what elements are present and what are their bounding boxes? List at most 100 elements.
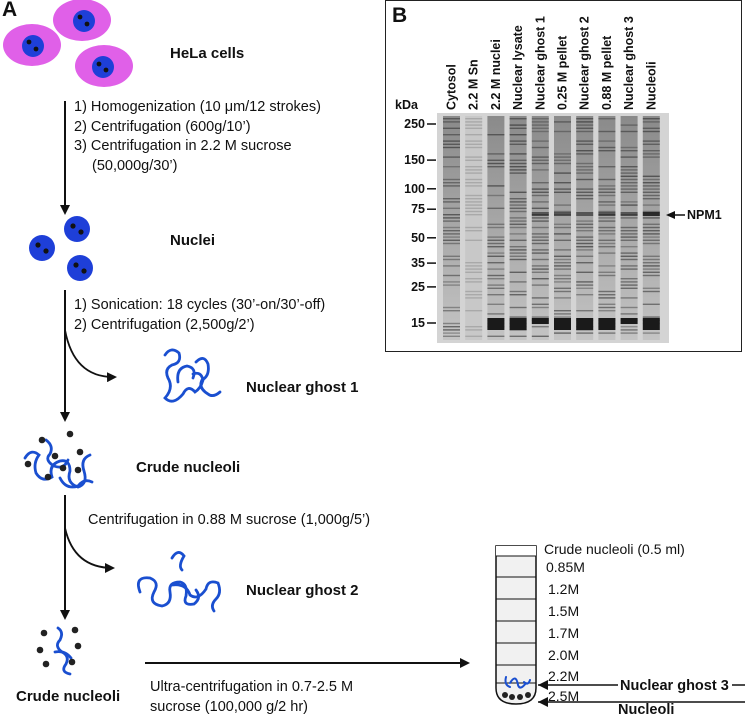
tube-label-15: 1.5M [548, 603, 580, 619]
step-2-2: 2) Centrifugation (2,500g/2’) [74, 316, 255, 333]
gel-band [487, 223, 505, 225]
gel-band [465, 204, 483, 206]
gel-band [465, 290, 483, 293]
kda-marker-label: 25 [411, 280, 425, 294]
gel-band [443, 198, 460, 200]
gel-band [531, 207, 549, 209]
gel-band [620, 287, 638, 289]
gel-band [509, 201, 527, 203]
gel-band [554, 249, 571, 251]
gel-band [642, 150, 660, 152]
gel-band-15kda [509, 318, 527, 330]
gel-band [620, 265, 638, 267]
gel-band [642, 239, 660, 241]
gel-band [465, 143, 483, 145]
gel-band [576, 255, 594, 257]
gel-band [509, 223, 527, 225]
gel-band [598, 303, 616, 305]
hela-cells-label: HeLa cells [170, 45, 245, 62]
gel-lane-body [487, 116, 505, 340]
gel-band [576, 284, 594, 286]
gel-band [620, 169, 638, 171]
nuclear-ghost-1-label: Nuclear ghost 1 [246, 379, 359, 396]
gel-band [487, 246, 505, 248]
gel-band [443, 255, 460, 257]
gel-band [598, 271, 616, 273]
gel-band [531, 130, 549, 133]
gel-band [554, 265, 571, 267]
gel-band [598, 188, 616, 190]
gel-band [465, 194, 483, 197]
gel-band [576, 191, 594, 193]
gel-band [443, 274, 460, 277]
gel-band-npm1 [576, 212, 594, 216]
gel-band [620, 172, 638, 174]
gel-band [620, 185, 638, 187]
gel-band [598, 252, 616, 254]
nuclear-ghost-3-label: Nuclear ghost 3 [618, 678, 732, 694]
gel-lane-body [642, 116, 660, 340]
gel-band [465, 121, 483, 123]
lane-label: 0.25 M pellet [556, 35, 570, 110]
gel-band [598, 118, 616, 120]
gel-band [620, 230, 638, 232]
gel-band [509, 294, 527, 296]
gel-band [465, 159, 483, 161]
gel-band [509, 162, 527, 165]
gel-band [642, 274, 660, 277]
gel-band [531, 194, 549, 197]
gel-band [576, 140, 594, 142]
gel-band [598, 306, 616, 309]
gel-band [642, 262, 660, 264]
gel-band [509, 143, 527, 145]
gel-band [620, 239, 638, 241]
gel-band [642, 178, 660, 181]
gel-band [554, 210, 571, 213]
gel-band [443, 310, 460, 312]
crude-nucleoli-1-illustration [23, 430, 94, 489]
gel-band [576, 162, 594, 165]
kda-marker-label: 150 [404, 153, 425, 167]
gel-band [620, 313, 638, 315]
gel-band [487, 287, 505, 289]
gel-band [465, 214, 483, 216]
gel-band [465, 207, 483, 209]
step-4-1: Ultra-centrifugation in 0.7-2.5 M [150, 679, 354, 695]
gel-band [465, 294, 483, 296]
tube-pointer-heads [538, 680, 548, 707]
gel-band [509, 246, 527, 248]
gel-lane [554, 116, 571, 340]
gel-band [554, 226, 571, 229]
gel-lane [465, 116, 483, 340]
gel-band [620, 124, 638, 126]
gel-band [576, 249, 594, 251]
gel-band [465, 226, 483, 229]
gel-band [531, 335, 549, 337]
gel-band [598, 274, 616, 277]
gel-band [642, 230, 660, 232]
gel-band [642, 287, 660, 289]
gel-band [554, 332, 571, 334]
gel-band [443, 166, 460, 168]
gel-band [598, 217, 616, 219]
gel-lane [576, 116, 594, 340]
gel-band [509, 249, 527, 251]
gel-band [576, 294, 594, 296]
gel-band [598, 166, 616, 168]
gel-band [443, 182, 460, 184]
gel-band [642, 156, 660, 158]
gel-band [576, 150, 594, 152]
gel-band [487, 268, 505, 270]
gel-band [554, 159, 571, 161]
gel-band [531, 140, 549, 142]
step-4-2: sucrose (100,000 g/2 hr) [150, 698, 308, 715]
tube-label-085: 0.85M [546, 559, 585, 575]
gel-band [598, 130, 616, 133]
gel-lane [620, 116, 638, 340]
npm1-label: NPM1 [687, 208, 722, 222]
gel-band [531, 118, 549, 120]
gel-band [531, 220, 549, 222]
gel-band [509, 198, 527, 200]
step-1-3: 3) Centrifugation in 2.2 M sucrose [74, 138, 292, 154]
step-1-2: 2) Centrifugation (600g/10’) [74, 118, 251, 135]
